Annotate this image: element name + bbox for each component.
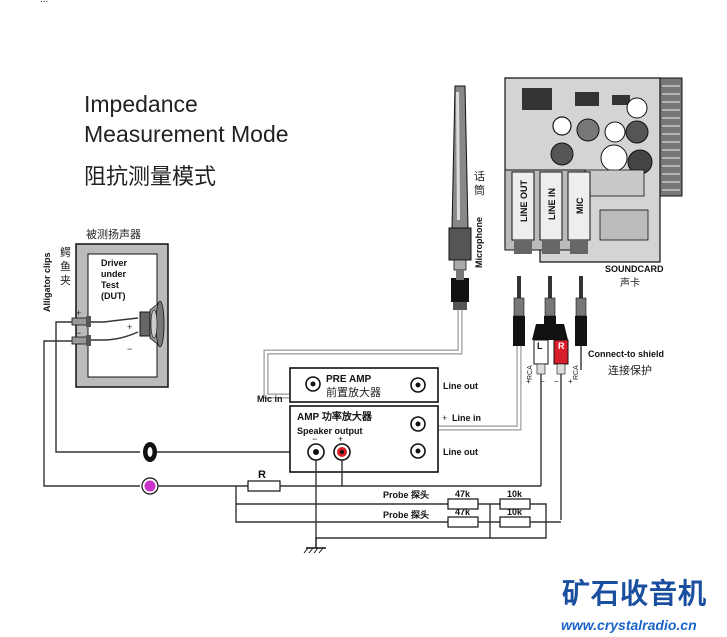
- amp-minus-sign: −: [312, 434, 317, 444]
- jack-plug-1-icon: [513, 276, 525, 346]
- rca-right-label: R: [558, 341, 565, 351]
- port-label-line-in: LINE IN: [547, 188, 557, 220]
- clip-plus-sign: +: [76, 308, 81, 318]
- rca-right-minus: −: [554, 377, 559, 386]
- black-connector: [143, 442, 157, 462]
- amp-plus-sign: +: [338, 434, 343, 444]
- title-line2: Measurement Mode: [84, 121, 289, 147]
- preamp-line-out-jack[interactable]: [410, 377, 426, 393]
- preamp-cn: 前置放大器: [326, 385, 381, 399]
- probe-1-label: Probe 探头: [383, 489, 429, 500]
- dut-line3: Test: [101, 280, 119, 290]
- clips-cn2: 鱼: [60, 259, 71, 273]
- amp-title: AMP 功率放大器: [297, 410, 373, 423]
- clips-cn1: 鳄: [60, 245, 71, 259]
- rca-right-plus: +: [568, 377, 573, 386]
- speaker-plus-sign: +: [127, 322, 132, 332]
- amp-speaker-plus-terminal[interactable]: [333, 443, 351, 461]
- soundcard-port-line-out[interactable]: [511, 171, 535, 254]
- preamp-line-out-label: Line out: [443, 381, 478, 391]
- magenta-connector: [141, 477, 159, 495]
- probe-2-resistor-47k: [447, 516, 479, 528]
- probe-1-return-wire: [489, 503, 547, 539]
- watermark-url: www.crystalradio.cn: [561, 617, 697, 633]
- amp-box: [289, 405, 439, 473]
- alligator-clip-plus[interactable]: [71, 316, 91, 327]
- jack-plug-2-icon: [544, 276, 556, 324]
- soundcard-cn: 声卡: [620, 276, 640, 289]
- probe-2-r2-label: 10k: [507, 507, 523, 517]
- microphone-label: Microphone: [474, 217, 484, 268]
- amp-line-in-label: Line in: [452, 413, 481, 423]
- probe-2-wire: [235, 486, 448, 523]
- preamp-title: PRE AMP: [326, 374, 372, 385]
- microphone-cn2: 筒: [474, 183, 485, 197]
- speaker-minus-sign: −: [127, 344, 132, 354]
- speaker-cn-label: 被测扬声器: [86, 227, 141, 241]
- soundcard-port-mic[interactable]: [567, 171, 591, 254]
- clip-wire-minus: [43, 340, 140, 487]
- speaker-wire-plus: [90, 317, 139, 323]
- clip-wire-plus: [55, 321, 140, 453]
- probe-2-r1-label: 47k: [455, 507, 471, 517]
- dut-line2: under: [101, 269, 126, 279]
- probe-1-r2-label: 10k: [507, 489, 523, 499]
- port-label-mic: MIC: [575, 197, 585, 214]
- title-cn: 阻抗测量模式: [84, 165, 216, 190]
- alligator-clips-label: Alligator clips: [42, 252, 52, 312]
- speaker-driver-icon: [139, 300, 165, 348]
- preamp-mic-in-jack[interactable]: [305, 376, 321, 392]
- resistor-r: [247, 480, 281, 492]
- amp-speaker-output-label: Speaker output: [297, 426, 363, 436]
- amp-line-out-label: Line out: [443, 447, 478, 457]
- jack-plug-3-icon: [575, 276, 587, 346]
- rca-left-minus: −: [540, 377, 545, 386]
- ground-icon: [303, 538, 326, 554]
- dut-line1: Driver: [101, 258, 128, 268]
- rca-text-left: RCA: [527, 365, 534, 380]
- amp-line-out-jack[interactable]: [410, 443, 426, 459]
- shield-cn: 连接保护: [608, 363, 652, 377]
- probe-2-label: Probe 探头: [383, 509, 429, 520]
- amp-line-in-jack[interactable]: [410, 416, 426, 432]
- probe-2-resistor-10k: [499, 516, 531, 528]
- mic-in-label: Mic in: [257, 394, 283, 404]
- probe-1-r1-label: 47k: [455, 489, 471, 499]
- clips-cn3: 夹: [60, 274, 71, 287]
- mic-plug-icon: [451, 270, 469, 310]
- rca-left-label: L: [537, 341, 543, 351]
- mic-cable-inner: [264, 310, 462, 398]
- watermark-cn: 矿石收音机: [562, 577, 707, 610]
- resistor-label: R: [258, 469, 266, 481]
- title-line1: Impedance: [84, 91, 198, 117]
- alligator-clip-minus[interactable]: [71, 335, 91, 346]
- soundcard-label: SOUNDCARD: [605, 264, 664, 274]
- speaker-wire-minus: [90, 331, 139, 341]
- top-fragment-text: ...: [40, 0, 48, 5]
- soundcard-port-line-in[interactable]: [539, 171, 563, 254]
- clip-minus-sign: −: [76, 328, 81, 338]
- microphone-icon: [448, 85, 472, 271]
- port-label-line-out: LINE OUT: [519, 179, 529, 222]
- rca-left-plus: +: [526, 377, 531, 386]
- amp-line-in-plus: +: [442, 413, 447, 423]
- rca-text-right: RCA: [573, 365, 580, 380]
- shield-label: Connect-to shield: [588, 349, 664, 359]
- microphone-cn1: 话: [474, 170, 485, 183]
- amp-speaker-minus-terminal[interactable]: [307, 443, 325, 461]
- dut-line4: (DUT): [101, 291, 126, 301]
